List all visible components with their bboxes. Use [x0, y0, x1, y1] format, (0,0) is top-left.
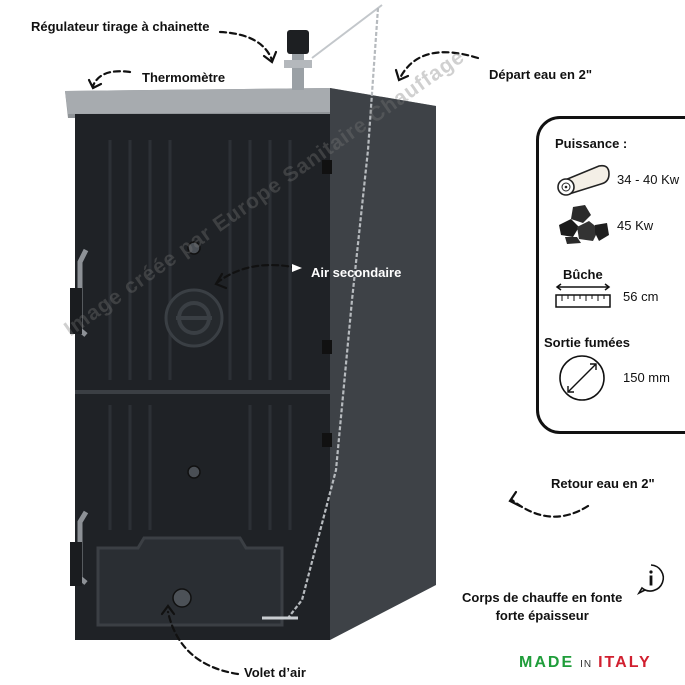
made-text: MADE	[519, 654, 575, 671]
air-flap-label: Volet d’air	[244, 665, 306, 680]
in-text: IN	[580, 659, 593, 670]
coal-icon	[559, 205, 609, 244]
log-icon	[557, 164, 610, 196]
flue-diameter-value: 150 mm	[623, 370, 670, 385]
flue-title: Sortie fumées	[544, 335, 630, 350]
regulator-chain	[287, 7, 380, 619]
body-material-label: Corps de chauffe en fonte forte épaisseu…	[462, 589, 622, 624]
regulator-knob	[287, 30, 309, 54]
ruler-icon	[555, 283, 611, 308]
body-material-line2: forte épaisseur	[495, 607, 589, 623]
secondary-air-label: Air secondaire	[311, 265, 402, 280]
wood-power-value: 34 - 40 Kw	[617, 172, 680, 187]
log-length-value: 56 cm	[623, 289, 659, 304]
thermometer-label: Thermomètre	[142, 70, 226, 85]
made-in-italy-badge: MADE IN ITALY	[519, 654, 652, 672]
info-icon	[636, 564, 665, 595]
air-flap-knob	[172, 588, 192, 608]
regulator-label: Régulateur tirage à chainette	[31, 19, 210, 34]
lower-door-knob	[187, 465, 201, 479]
body-material-line1: Corps de chauffe en fonte	[462, 590, 623, 605]
coal-power-value: 45 Kw	[617, 218, 654, 233]
upper-door-knob	[187, 241, 201, 255]
italy-text: ITALY	[598, 654, 652, 671]
water-return-label: Retour eau en 2"	[551, 476, 655, 491]
regulator-stem	[292, 50, 304, 90]
log-title: Bûche	[563, 267, 603, 282]
spec-panel: Puissance : 34 - 40 Kw 45 Kw Bûche	[536, 116, 685, 434]
power-title: Puissance :	[555, 136, 628, 151]
flue-diameter-icon	[559, 355, 605, 401]
water-out-label: Départ eau en 2"	[489, 67, 592, 82]
air-flap-plate	[96, 536, 284, 627]
boiler-side-panel	[330, 88, 436, 640]
